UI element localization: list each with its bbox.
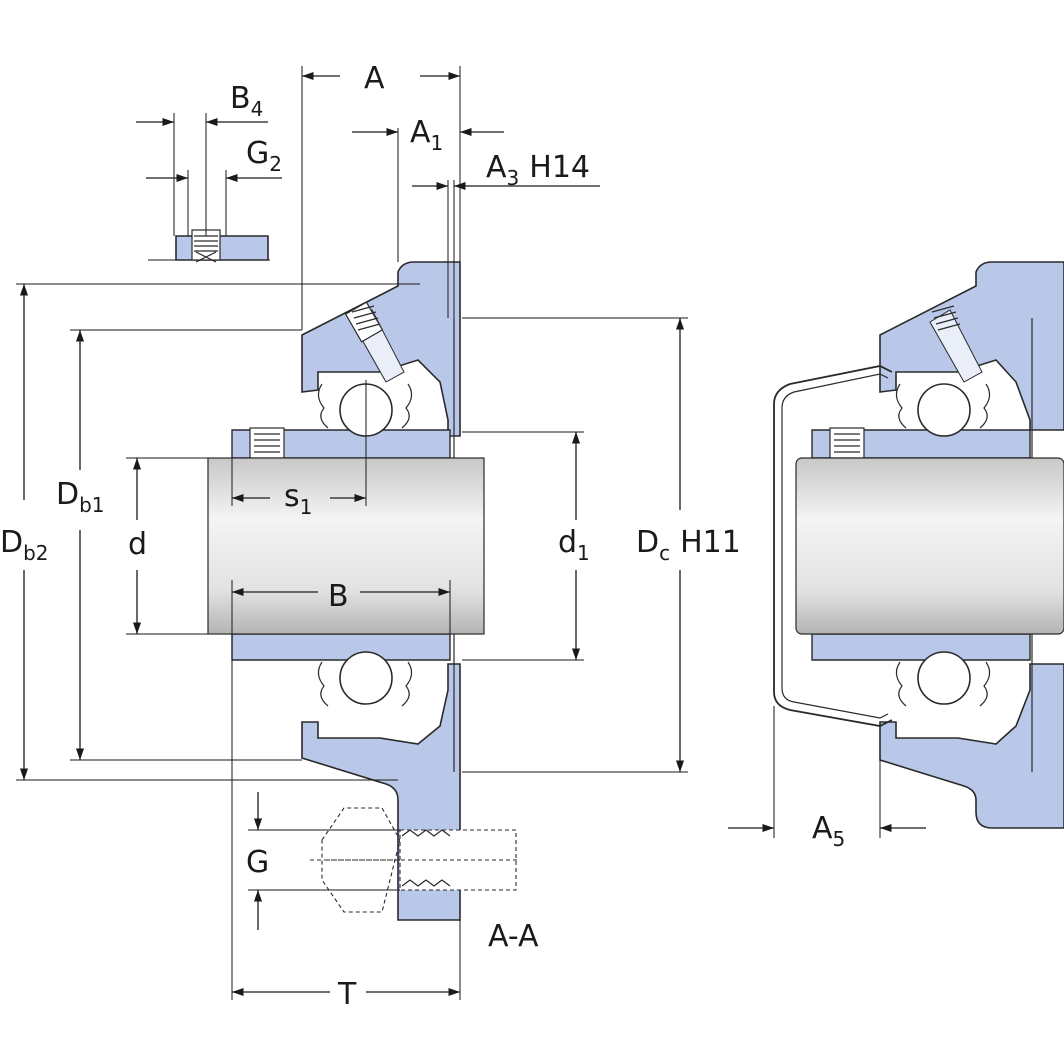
label-section-A-A: A-A [488,919,539,954]
label-B: B [328,579,349,614]
label-A5: A5 [812,811,845,851]
main-dimensions [16,66,688,1000]
label-Db1: Db1 [56,477,105,517]
label-A1: A1 [410,115,443,155]
label-s1: s1 [284,479,312,519]
label-G: G [246,845,269,880]
label-d1: d1 [558,525,590,565]
label-B4: B4 [230,81,263,121]
main-section-view [207,261,520,921]
label-Db2: Db2 [0,525,49,565]
label-G2: G2 [246,136,282,176]
label-T: T [337,977,357,1012]
label-d: d [128,527,147,562]
right-dimensions [728,706,926,838]
label-A: A [364,61,385,96]
detail-grease-fitting [136,113,282,263]
right-view-with-cover [773,261,1064,829]
